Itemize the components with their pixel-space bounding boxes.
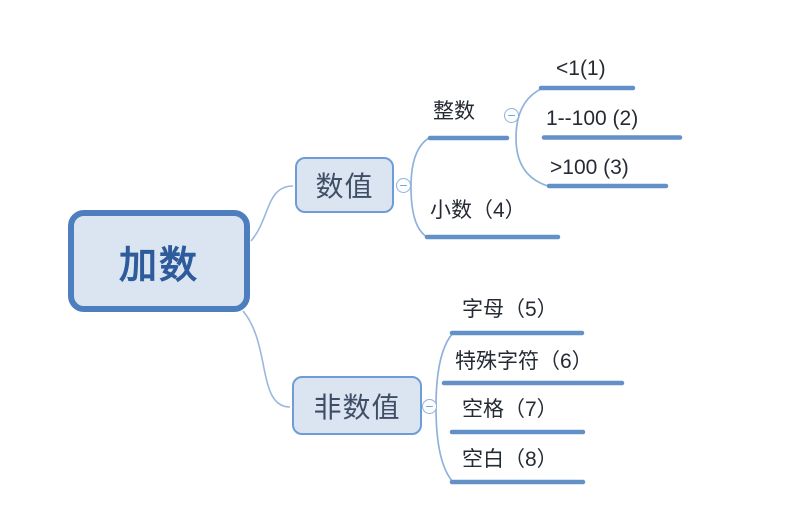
connector-root-to-non-numeric [242, 310, 291, 408]
collapse-icon-numeric[interactable] [396, 178, 411, 193]
topic-numeric[interactable]: 数值 [295, 157, 394, 213]
topic-non-numeric-label: 非数值 [313, 391, 401, 423]
brace-numeric-children [410, 137, 430, 238]
subtopic-integer[interactable]: 整数 [433, 100, 475, 123]
brace-non-numeric-children [435, 332, 454, 483]
leaf-letters[interactable]: 字母（5） [462, 298, 558, 321]
collapse-icon-non-numeric[interactable] [422, 399, 437, 414]
minus-icon [400, 184, 407, 187]
collapse-icon-integer[interactable] [504, 108, 519, 123]
root-topic-label: 加数 [118, 244, 199, 287]
leaf-space[interactable]: 空格（7） [462, 398, 558, 421]
subtopic-decimal[interactable]: 小数（4） [430, 199, 526, 222]
leaf-special-characters[interactable]: 特殊字符（6） [455, 350, 593, 373]
minus-icon [426, 405, 433, 408]
brace-integer-children [515, 87, 549, 187]
topic-non-numeric[interactable]: 非数值 [292, 376, 422, 435]
root-topic[interactable]: 加数 [68, 210, 250, 312]
minus-icon [508, 114, 515, 117]
leaf-gt-100[interactable]: >100 (3) [550, 156, 629, 179]
leaf-lt-1[interactable]: <1(1) [556, 57, 606, 80]
topic-numeric-label: 数值 [315, 171, 374, 202]
leaf-1-to-100[interactable]: 1--100 (2) [546, 107, 639, 130]
connector-root-to-numeric [250, 185, 294, 242]
leaf-blank[interactable]: 空白（8） [462, 448, 558, 471]
